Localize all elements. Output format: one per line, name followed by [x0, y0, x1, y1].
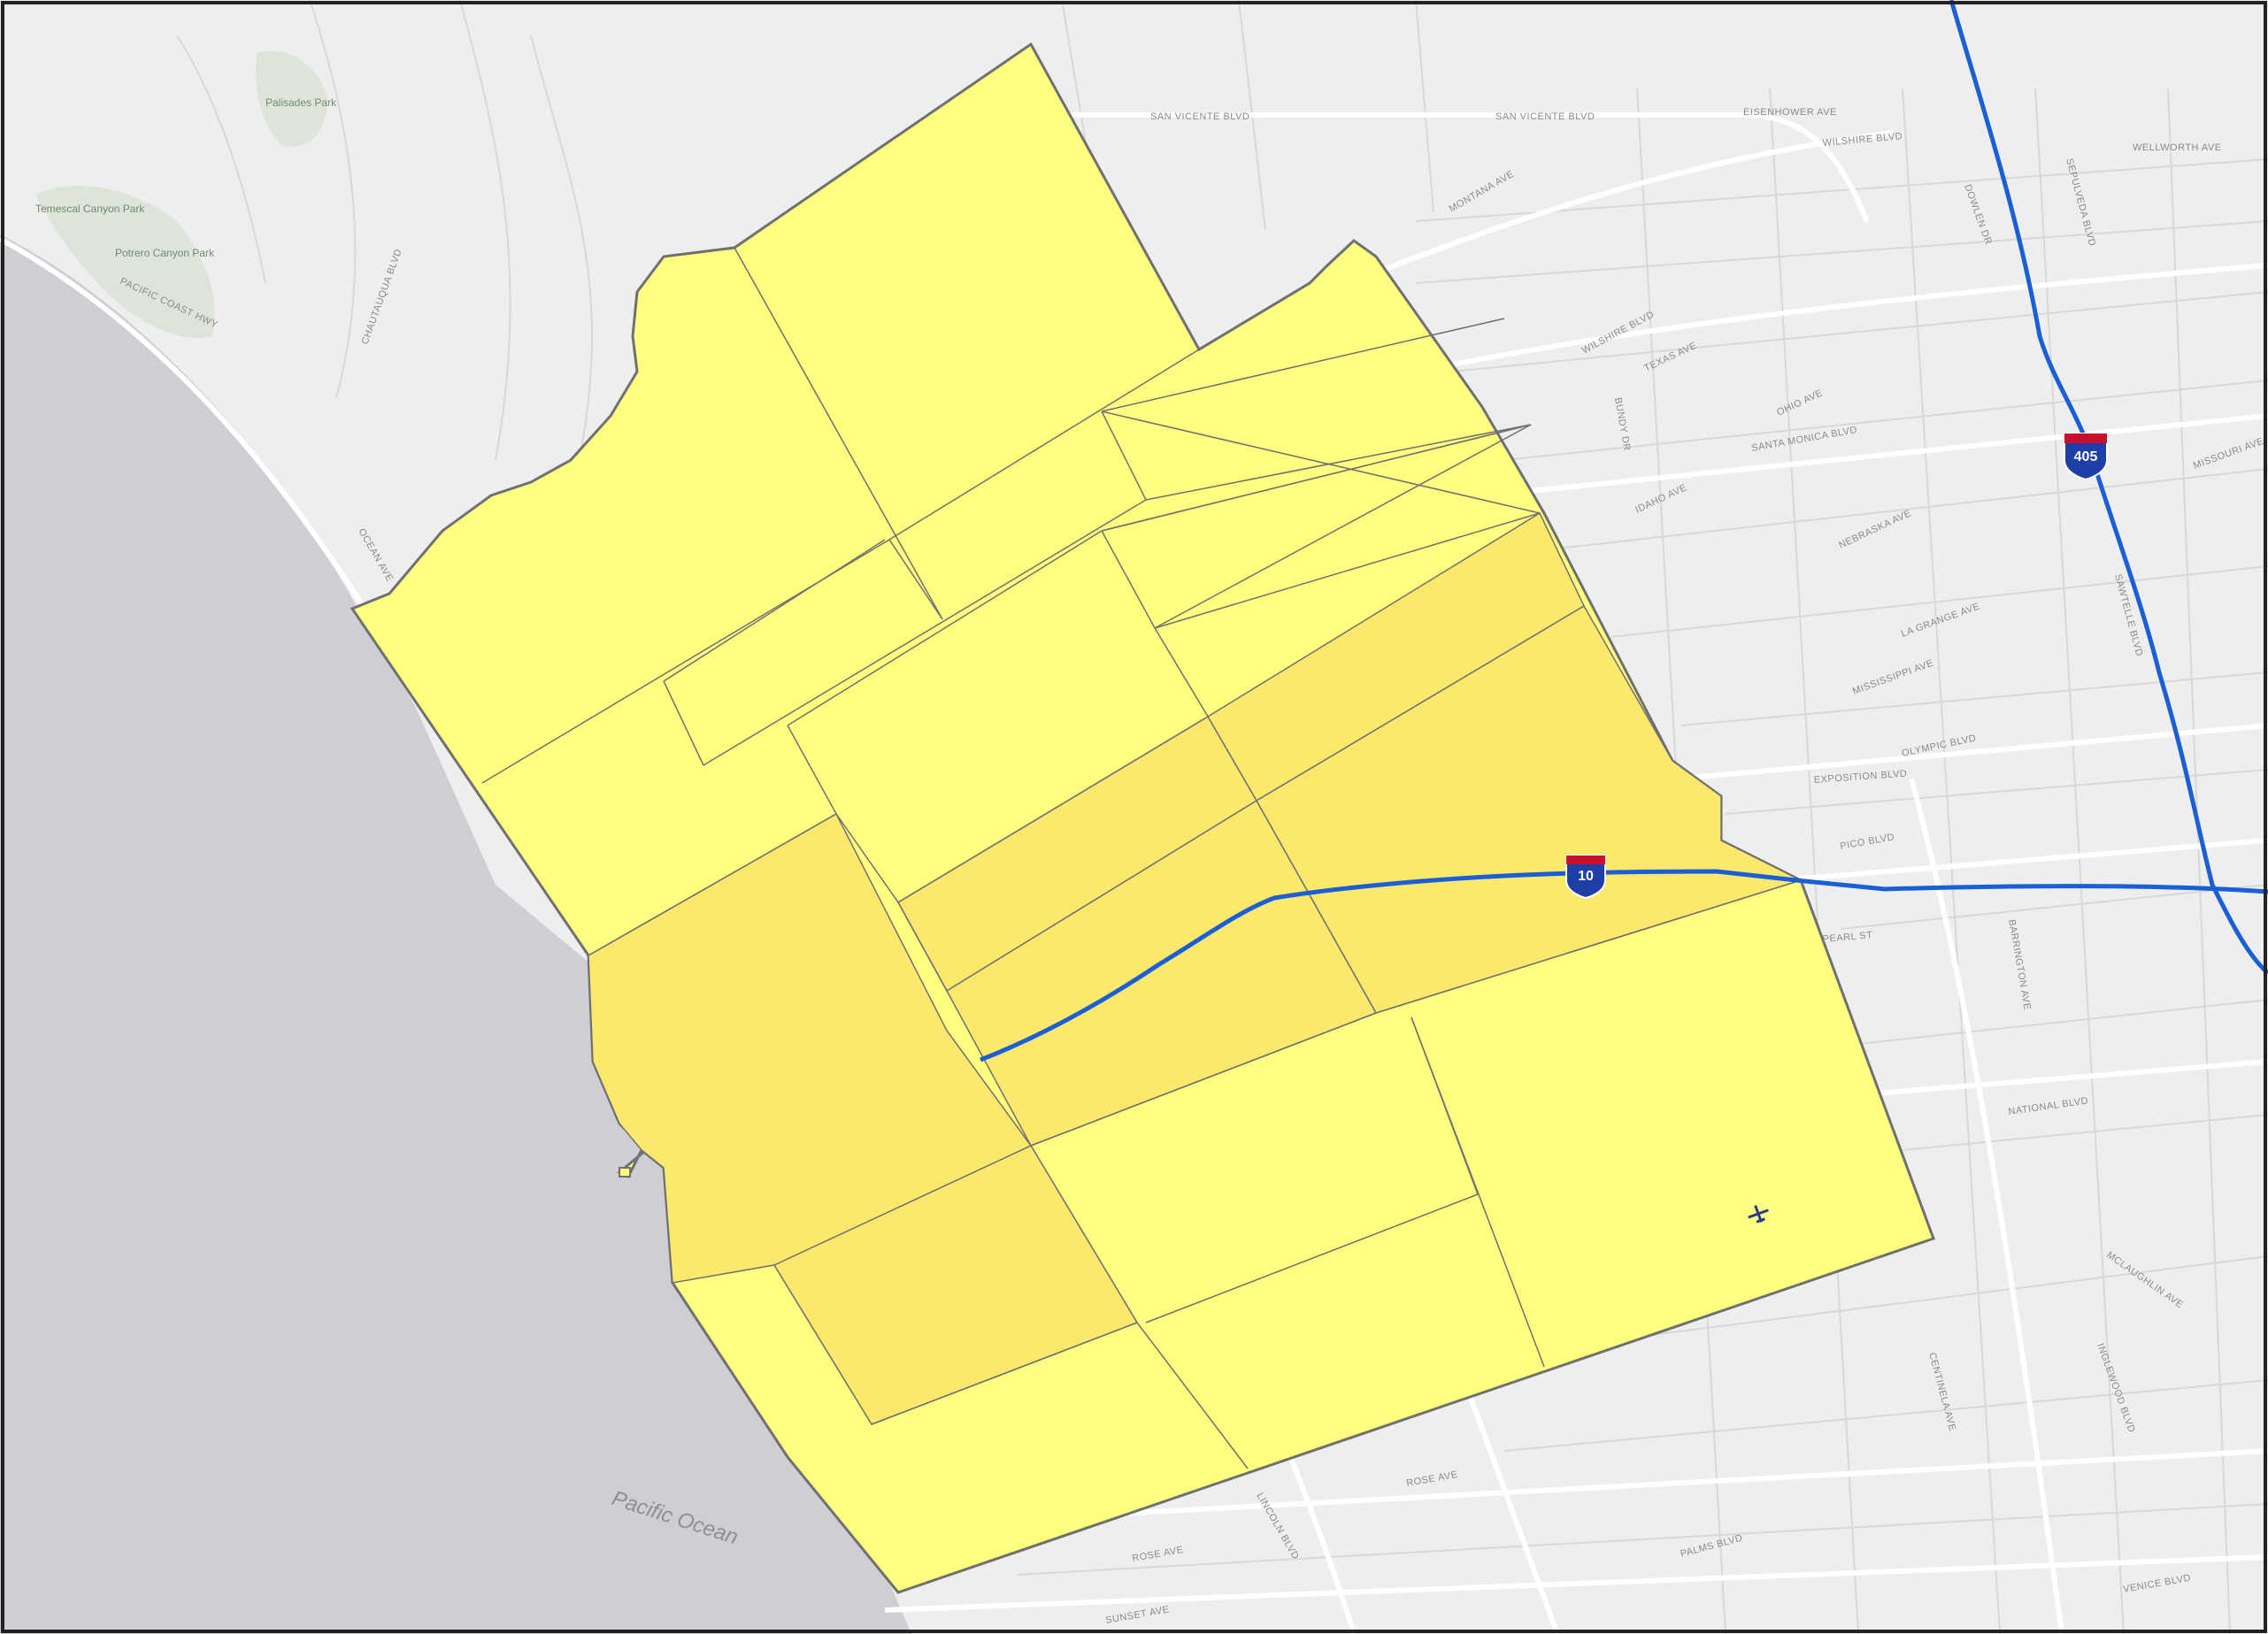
- santa-monica-pier: [619, 1167, 631, 1178]
- shield-label: 10: [1578, 869, 1594, 884]
- census-tracts: [350, 42, 1935, 1594]
- major-roads: [0, 112, 2268, 1634]
- street-label: SAN VICENTE BLVD: [1495, 111, 1595, 122]
- park-label: Potrero Canyon Park: [115, 247, 215, 259]
- airplane-icon: [1748, 1205, 1769, 1224]
- shield-label: 405: [2074, 449, 2098, 464]
- interstate-10-shield: 10: [1565, 855, 1606, 900]
- street-label: EISENHOWER AVE: [1743, 107, 1837, 118]
- street-label: SAN VICENTE BLVD: [1150, 111, 1249, 122]
- interstate-405-line: [1949, 0, 2268, 975]
- interstate-405-shield: 405: [2064, 433, 2108, 481]
- tract-boundaries: [481, 247, 1802, 1469]
- interstate-10-line: [980, 869, 2268, 1062]
- park-area: [35, 186, 215, 338]
- park-label: Temescal Canyon Park: [35, 203, 145, 215]
- street-label: WELLWORTH AVE: [2133, 142, 2222, 153]
- street-label: PEARL ST: [1822, 930, 1873, 945]
- park-label: Palisades Park: [265, 96, 337, 109]
- park-area: [256, 50, 327, 147]
